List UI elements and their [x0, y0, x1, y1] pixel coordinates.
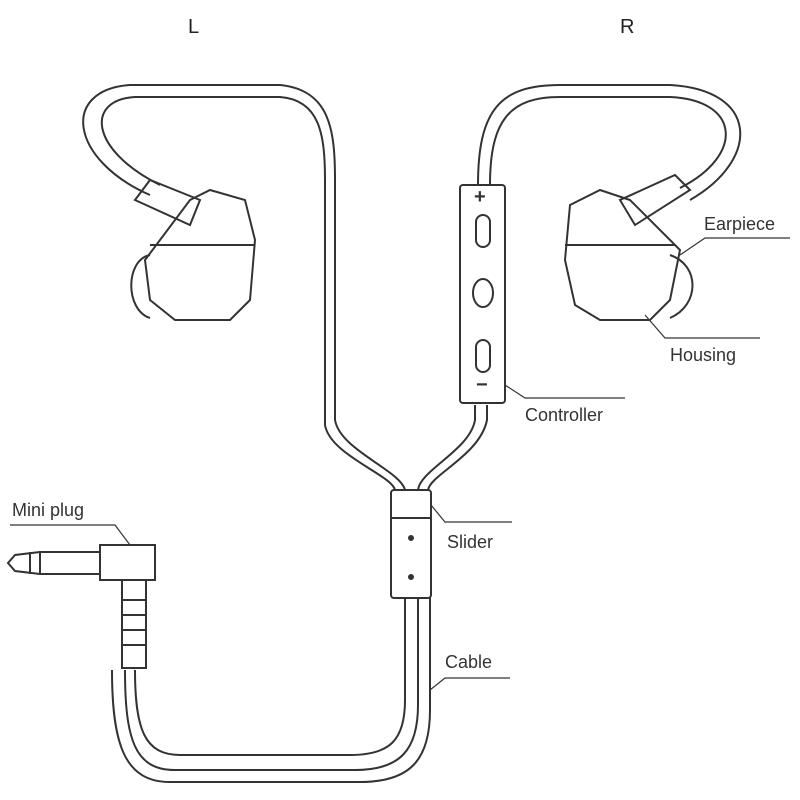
volume-down-symbol: −: [476, 374, 488, 396]
right-earpiece: [563, 173, 694, 321]
right-side-label: R: [620, 16, 635, 38]
volume-up-symbol: +: [474, 186, 486, 208]
cable-label: Cable: [445, 652, 493, 672]
slider: [390, 489, 432, 599]
leader-lines: [10, 237, 790, 691]
left-cable: [82, 84, 406, 491]
slider-label: Slider: [447, 532, 494, 552]
controller-label: Controller: [525, 405, 604, 425]
left-side-label: L: [188, 16, 200, 38]
housing-label: Housing: [670, 345, 737, 365]
mini-plug: [6, 544, 156, 669]
left-earpiece: [130, 178, 257, 321]
controller: [459, 184, 506, 404]
right-cable: [417, 84, 742, 491]
earpiece-label: Earpiece: [704, 214, 776, 234]
mini-plug-label: Mini plug: [12, 500, 85, 520]
bottom-cable: [111, 598, 431, 783]
